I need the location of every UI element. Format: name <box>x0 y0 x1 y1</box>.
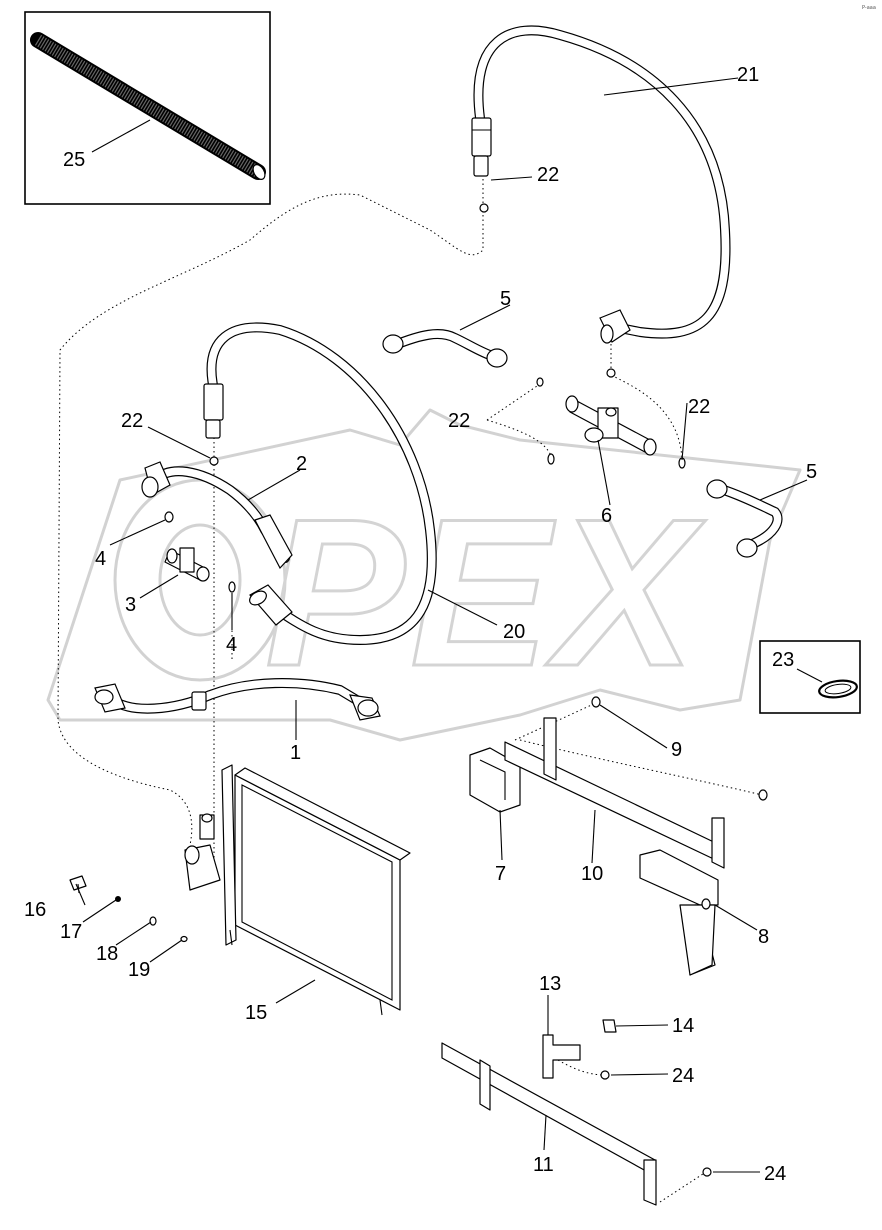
leader-23 <box>796 668 823 683</box>
callout-18: 18 <box>96 943 118 965</box>
callout-1: 1 <box>290 742 301 764</box>
callout-4-lower: 4 <box>226 634 237 656</box>
svg-text:X: X <box>545 475 706 710</box>
inset-box-23: 23 <box>759 640 861 714</box>
callout-21: 21 <box>737 64 759 86</box>
callout-6: 6 <box>601 505 612 527</box>
callout-22-right: 22 <box>688 396 710 418</box>
callout-22-top: 22 <box>537 164 559 186</box>
brace-11 <box>441 1042 657 1206</box>
leader-25 <box>91 119 151 153</box>
callout-25: 25 <box>63 149 85 171</box>
callout-5-upper: 5 <box>500 288 511 310</box>
hose-21 <box>471 25 731 344</box>
tube-5-right <box>706 479 783 558</box>
callout-24-upper: 24 <box>672 1065 694 1087</box>
callout-labels: 21 22 5 22 22 22 2 5 6 4 3 4 20 1 9 7 10… <box>24 64 817 1185</box>
callout-7: 7 <box>495 863 506 885</box>
callout-10: 10 <box>581 863 603 885</box>
bracket-13 <box>542 1034 581 1079</box>
callout-3: 3 <box>125 594 136 616</box>
callout-2: 2 <box>296 453 307 475</box>
callout-16: 16 <box>24 899 46 921</box>
callout-4-left: 4 <box>95 548 106 570</box>
callout-8: 8 <box>758 926 769 948</box>
callout-13: 13 <box>539 973 561 995</box>
inset-box-25: 25 <box>24 11 271 205</box>
hardware-17 <box>115 896 121 902</box>
hose-2 <box>141 461 293 570</box>
tee-fitting-6 <box>565 395 657 456</box>
tee-fitting-3 <box>164 547 210 582</box>
callout-14: 14 <box>672 1015 694 1037</box>
callout-19: 19 <box>128 959 150 981</box>
bracket-7 <box>469 747 521 813</box>
tube-5-upper <box>382 329 508 368</box>
callout-9: 9 <box>671 739 682 761</box>
hardware-19 <box>180 935 188 943</box>
opex-watermark: P E X <box>46 408 802 742</box>
bracket-8 <box>639 849 719 976</box>
callout-15: 15 <box>245 1002 267 1024</box>
brace-10 <box>504 717 725 869</box>
condenser-15 <box>184 764 411 1016</box>
callout-5-right: 5 <box>806 461 817 483</box>
corner-mark: P-aaa <box>862 5 876 11</box>
o-rings <box>164 203 686 593</box>
screws-24 <box>600 1070 712 1177</box>
screws-9 <box>591 696 768 801</box>
callout-24-lower: 24 <box>764 1163 786 1185</box>
nut-14 <box>602 1019 617 1033</box>
callout-17: 17 <box>60 921 82 943</box>
svg-text:P: P <box>265 475 406 710</box>
hardware-16 <box>69 875 87 894</box>
sleeve-hose-25 <box>30 32 266 180</box>
callout-20: 20 <box>503 621 525 643</box>
callout-22-left: 22 <box>121 410 143 432</box>
leader-lines <box>75 77 808 1173</box>
callout-23: 23 <box>772 649 794 671</box>
hardware-18 <box>149 916 157 926</box>
callout-11: 11 <box>533 1154 554 1176</box>
callout-22-middle: 22 <box>448 410 470 432</box>
hose-20 <box>203 322 437 646</box>
hose-1 <box>94 678 381 721</box>
